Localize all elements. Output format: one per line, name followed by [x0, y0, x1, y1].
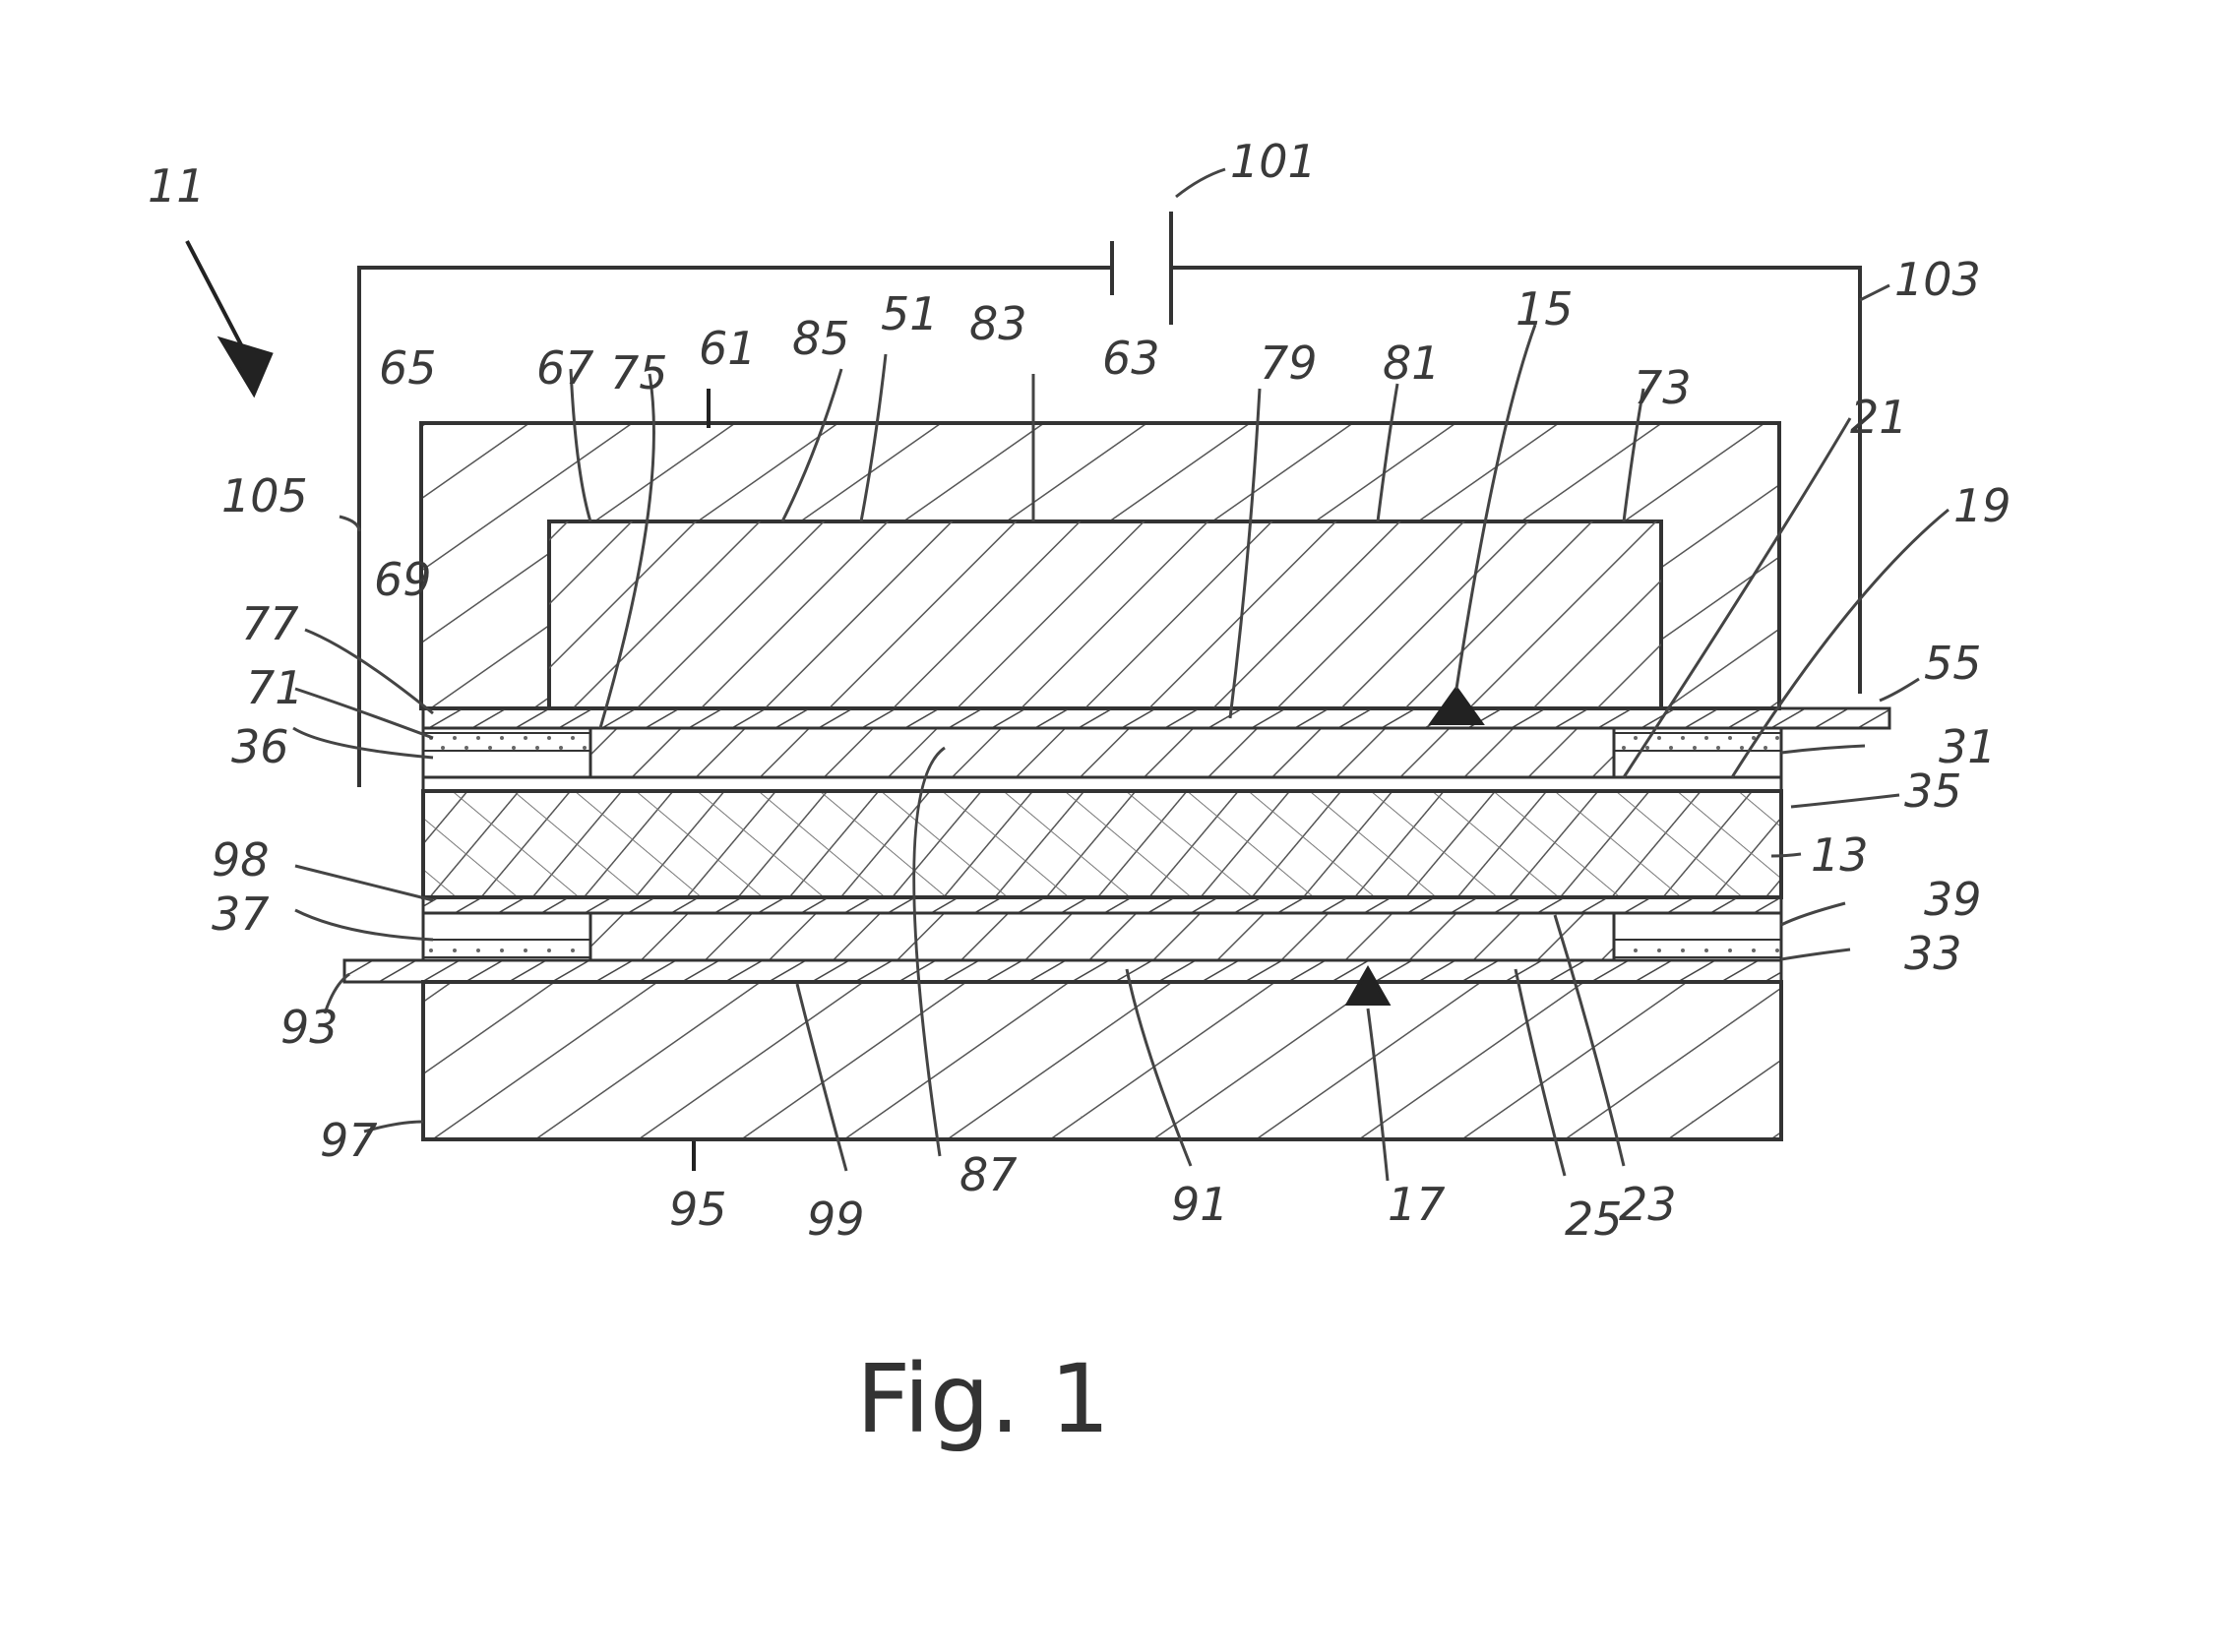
label-99: 99 [807, 1193, 865, 1246]
label-85: 85 [792, 312, 850, 365]
label-65: 65 [379, 341, 437, 395]
label-91: 91 [1171, 1178, 1229, 1231]
label-71: 71 [246, 661, 304, 714]
lower-membrane-layers [423, 897, 1781, 960]
label-97: 97 [320, 1114, 378, 1167]
label-75: 75 [610, 346, 668, 399]
label-101: 101 [1230, 135, 1317, 188]
label-15: 15 [1516, 282, 1574, 336]
upper-electrode-layer [423, 708, 1889, 728]
label-21: 21 [1850, 391, 1908, 444]
label-87: 87 [959, 1148, 1018, 1201]
label-17: 17 [1388, 1178, 1446, 1231]
label-77: 77 [241, 597, 299, 650]
lower-housing [423, 982, 1781, 1139]
label-81: 81 [1383, 337, 1441, 390]
label-55: 55 [1924, 637, 1982, 690]
upper-housing [421, 423, 1779, 708]
label-37: 37 [212, 887, 270, 941]
label-39: 39 [1924, 873, 1982, 926]
label-35: 35 [1904, 765, 1962, 818]
label-93: 93 [280, 1001, 339, 1054]
label-33: 33 [1904, 927, 1962, 980]
label-11: 11 [148, 159, 206, 213]
upper-membrane-layers [423, 728, 1781, 791]
figure-caption: Fig. 1 [856, 1344, 1110, 1454]
label-36: 36 [231, 720, 289, 773]
label-83: 83 [969, 297, 1027, 350]
label-98: 98 [212, 833, 270, 887]
label-19: 19 [1953, 479, 2011, 532]
label-63: 63 [1102, 332, 1160, 385]
label-95: 95 [669, 1183, 727, 1236]
label-105: 105 [221, 469, 308, 522]
label-73: 73 [1634, 361, 1692, 414]
label-61: 61 [699, 322, 757, 375]
label-103: 103 [1894, 253, 1981, 306]
label-79: 79 [1260, 337, 1318, 390]
label-25: 25 [1565, 1193, 1623, 1246]
label-67: 67 [536, 341, 594, 395]
lower-electrode-layer [344, 960, 1781, 982]
label-23: 23 [1619, 1178, 1677, 1231]
label-69: 69 [374, 553, 432, 606]
label-13: 13 [1811, 828, 1869, 882]
substrate-13 [423, 791, 1781, 897]
label-51: 51 [881, 287, 939, 340]
